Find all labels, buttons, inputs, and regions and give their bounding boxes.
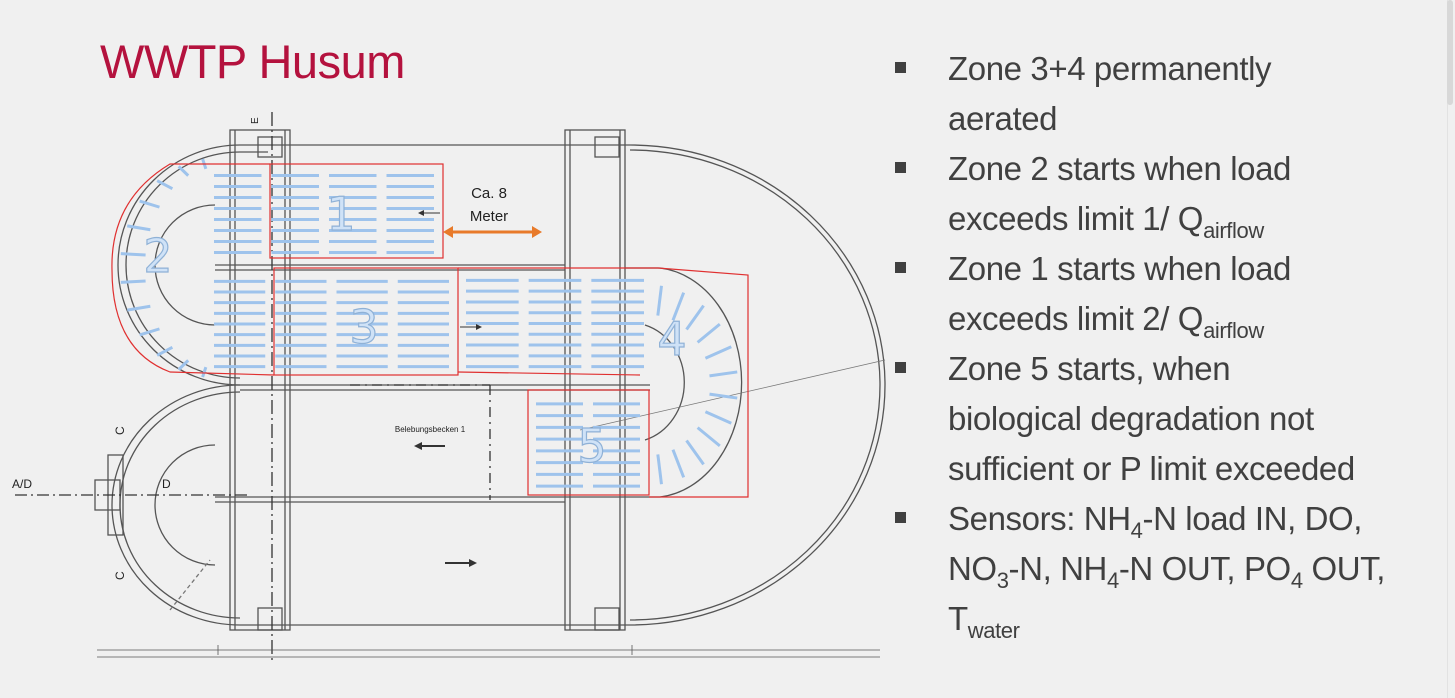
bullet-text: Zone 5 starts, when: [948, 350, 1231, 387]
outer-wall-bottom-left: [111, 384, 241, 626]
bullet-zone-3-4: Zone 3+4 permanently aerated: [893, 44, 1453, 144]
slide-edge: [1447, 0, 1448, 698]
bullet-marker-icon: [895, 512, 906, 523]
zone-4-label: 4: [657, 312, 686, 366]
aerator-dash: [696, 426, 721, 448]
subscript: airflow: [1203, 218, 1264, 243]
section-label-c-top: C: [113, 426, 127, 435]
bullet-text: exceeds limit 2/ Q: [948, 300, 1204, 337]
aerator-dash: [709, 392, 738, 400]
bullet-text: T: [948, 600, 968, 637]
bullet-sensors: Sensors: NH4-N load IN, DO, NO3-N, NH4-N…: [893, 494, 1453, 644]
bullet-marker-icon: [895, 162, 906, 173]
bullet-text: Zone 2 starts when load: [948, 150, 1292, 187]
zone-2-label: 2: [143, 229, 172, 283]
distance-arrow: [443, 226, 542, 238]
flow-arrows: [414, 210, 482, 567]
aerator-grid: [120, 158, 738, 488]
bullet-text: Zone 3+4 permanently: [948, 50, 1272, 87]
aerator-dash: [120, 252, 146, 257]
bullet-zone-2: Zone 2 starts when load exceeds limit 1/…: [893, 144, 1453, 244]
subscript: 4: [1130, 518, 1143, 543]
bullet-text-line: Twater: [948, 594, 1453, 644]
zone-outlines: [111, 163, 749, 498]
zone-5-label: 5: [577, 419, 606, 473]
bullet-text: biological degradation not: [948, 400, 1314, 437]
outer-wall-right: [629, 144, 886, 626]
zone-3-outline: [273, 267, 459, 376]
bullet-zone-1: Zone 1 starts when load exceeds limit 2/…: [893, 244, 1453, 344]
subscript: water: [967, 618, 1020, 643]
distance-label-meter: Meter: [470, 208, 508, 225]
aerator-dash: [671, 449, 686, 478]
inner-wall-right: [644, 324, 685, 441]
bullet-marker-icon: [895, 62, 906, 73]
aerator-dash: [709, 370, 738, 378]
basin-structure: [15, 112, 886, 660]
distance-label-ca: Ca. 8: [471, 185, 507, 202]
section-label-c-bottom: C: [113, 571, 127, 580]
subscript: 4: [1290, 568, 1303, 593]
zone-1-outline: [269, 163, 444, 259]
bullet-zone-5: Zone 5 starts, when biological degradati…: [893, 344, 1453, 494]
channel-left: [229, 129, 291, 631]
aerator-dash: [685, 304, 705, 331]
bullet-text: Zone 1 starts when load: [948, 250, 1292, 287]
bullet-text: sufficient or P limit exceeded: [948, 450, 1355, 487]
bullet-text-line: exceeds limit 2/ Qairflow: [948, 294, 1453, 344]
zone4-loop-wall: [625, 267, 743, 498]
wwtp-plan-drawing: 1 2 3 4 5 Ca. 8 Meter Belebungsbecken 1 …: [12, 112, 886, 660]
bullet-text: NO: [948, 550, 997, 587]
subscript: airflow: [1203, 318, 1264, 343]
zone-1-label: 1: [326, 187, 355, 241]
aerator-dash: [704, 345, 732, 360]
bullet-list: Zone 3+4 permanently aerated Zone 2 star…: [893, 44, 1453, 644]
aerator-dash: [685, 439, 705, 466]
aerator-dash: [671, 292, 686, 321]
zone-numbers: 1 2 3 4 5: [143, 186, 687, 473]
zone-4-outline: [457, 267, 749, 498]
channel-right: [564, 129, 626, 631]
bullet-text: exceeds limit 1/ Q: [948, 200, 1204, 237]
zone-3-label: 3: [349, 300, 378, 354]
aerator-dash: [704, 410, 732, 425]
aerator-dash: [126, 224, 151, 232]
subscript: 4: [1106, 568, 1119, 593]
bullet-text: -N load IN, DO,: [1142, 500, 1363, 537]
bullet-text: -N OUT, PO: [1118, 550, 1291, 587]
inner-wall-bottom-left: [154, 444, 216, 566]
bullet-marker-icon: [895, 262, 906, 273]
bullet-text-line: NO3-N, NH4-N OUT, PO4 OUT,: [948, 544, 1453, 594]
section-label-e: E: [250, 117, 261, 124]
bullet-text: -N, NH: [1008, 550, 1108, 587]
slide-title: WWTP Husum: [100, 35, 405, 88]
aerator-dash: [656, 454, 663, 485]
zone-2-outline: [111, 163, 275, 376]
aerator-dash: [177, 359, 190, 371]
bullet-text: Sensors: NH: [948, 500, 1131, 537]
aerator-dash: [177, 165, 190, 177]
bullet-text: OUT,: [1302, 550, 1386, 587]
aerator-dash: [126, 304, 151, 312]
scrollbar[interactable]: [1447, 0, 1453, 105]
basin-label: Belebungsbecken 1: [395, 425, 466, 434]
bullet-text-line: Sensors: NH4-N load IN, DO,: [948, 494, 1453, 544]
section-label-d: D: [162, 477, 171, 491]
bullet-text: aerated: [948, 100, 1058, 137]
aerator-dash: [656, 285, 663, 316]
inner-wall-top-left: [154, 204, 216, 326]
aerator-dash: [696, 322, 721, 344]
subscript: 3: [996, 568, 1009, 593]
aerator-dash: [120, 279, 146, 284]
aerator-dash: [139, 327, 160, 337]
bullet-text-line: exceeds limit 1/ Qairflow: [948, 194, 1453, 244]
aerator-dash: [139, 199, 160, 209]
aerator-dash: [156, 346, 174, 357]
aerator-dash: [201, 366, 208, 378]
aerator-dash: [156, 179, 174, 190]
zone-5-outline: [527, 389, 650, 496]
bullet-marker-icon: [895, 362, 906, 373]
outer-wall-top-left: [117, 144, 262, 386]
section-label-ad: A/D: [12, 477, 32, 491]
